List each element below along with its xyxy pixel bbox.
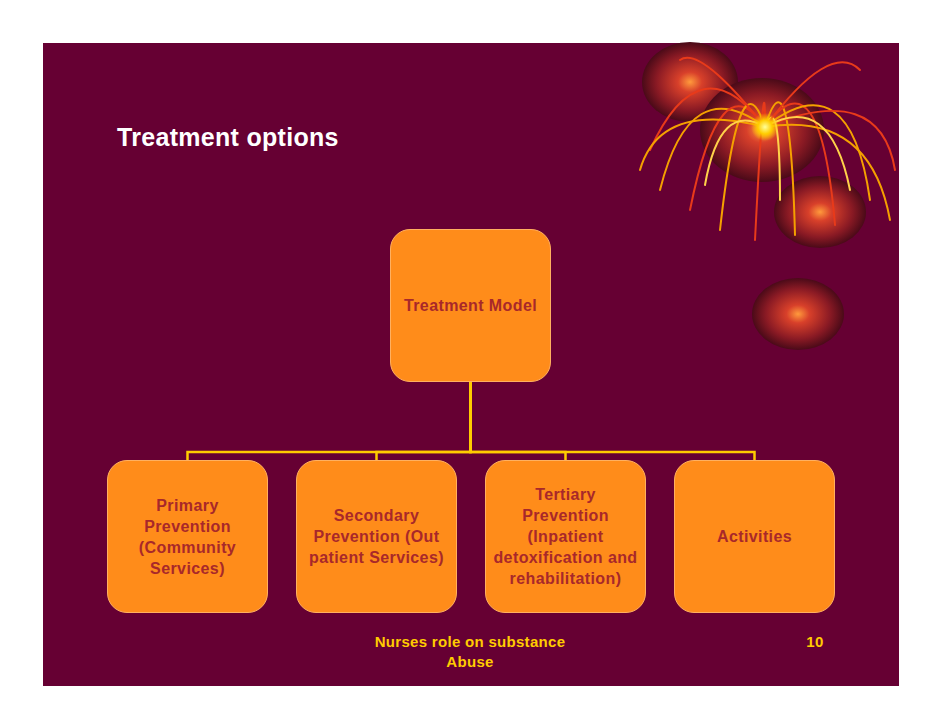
connector — [471, 382, 755, 460]
text-stack: Tertiary Prevention (Inpatient detoxific… — [492, 484, 639, 589]
branch-box: Tertiary Prevention (Inpatient detoxific… — [485, 460, 646, 613]
node-text: Tertiary Prevention (Inpatient detoxific… — [492, 484, 639, 589]
text-stack: Secondary Prevention (Out patient Servic… — [303, 505, 450, 568]
spray-lines — [640, 58, 895, 240]
branch-box: Secondary Prevention (Out patient Servic… — [296, 460, 457, 613]
node-text: Activities — [717, 526, 792, 547]
slide-number: 10 — [795, 632, 835, 652]
node-text: Secondary Prevention (Out patient Servic… — [303, 505, 450, 568]
text-stack: Treatment Model — [404, 295, 537, 316]
slide-title: Treatment options — [117, 123, 339, 152]
branch-box: Activities — [674, 460, 835, 613]
footer-text: Nurses role on substance Abuse — [350, 632, 590, 672]
connector — [471, 382, 566, 460]
firework-core — [751, 113, 779, 141]
node-text: Treatment Model — [404, 295, 537, 316]
text-stack: Primary Prevention (Community Services) — [114, 495, 261, 579]
node-text: Primary Prevention (Community Services) — [114, 495, 261, 579]
connector — [377, 382, 471, 460]
connector — [188, 382, 471, 460]
root-box: Treatment Model — [390, 229, 551, 382]
orb-group — [642, 42, 866, 350]
text-stack: Activities — [717, 526, 792, 547]
branch-box: Primary Prevention (Community Services) — [107, 460, 268, 613]
